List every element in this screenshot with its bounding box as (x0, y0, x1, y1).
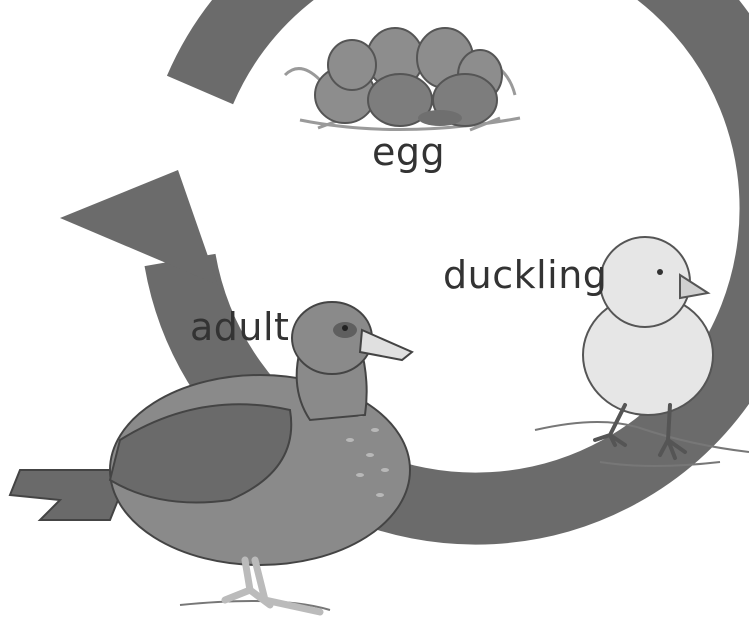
label-adult: adult (190, 305, 289, 349)
egg-nest-icon (285, 28, 520, 130)
cycle-arrowhead (60, 170, 218, 285)
label-duckling: duckling (443, 253, 607, 297)
label-egg: egg (372, 130, 445, 174)
